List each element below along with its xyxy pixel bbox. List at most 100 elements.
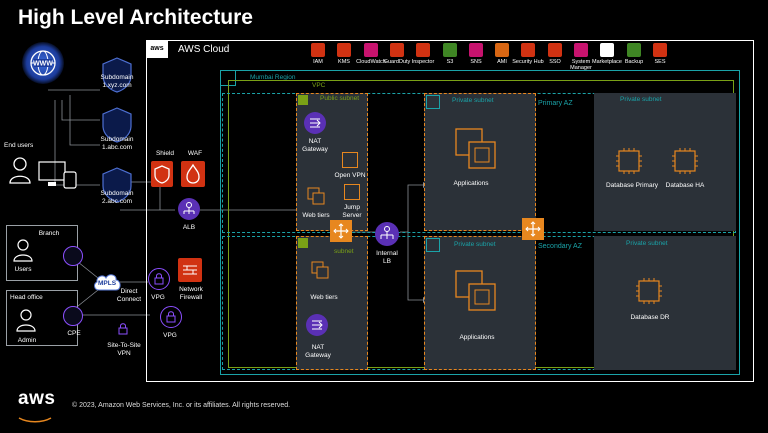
applications-label: Applications xyxy=(453,180,489,187)
service-icon xyxy=(311,43,325,57)
database-icon xyxy=(636,278,662,304)
service-label: GuardDuty xyxy=(383,59,411,65)
service-icon xyxy=(364,43,378,57)
branch-label: Branch xyxy=(38,230,60,237)
service-icon xyxy=(390,43,404,57)
vpg-label: VPG xyxy=(151,294,165,301)
end-users-label: End users xyxy=(4,142,34,149)
shield-icon xyxy=(151,161,173,187)
subnet-box xyxy=(296,236,368,370)
route53-shield-icon xyxy=(100,106,134,144)
ec2-group-icon xyxy=(452,268,502,316)
ec2-icon xyxy=(344,184,360,200)
vpn-lock-icon xyxy=(116,322,130,341)
private-subnet-label: Private subnet xyxy=(454,241,496,248)
private-subnet-label: Private subnet xyxy=(620,96,662,103)
route53-shield-icon xyxy=(100,56,134,94)
direct-connect-label: Direct Connect xyxy=(116,288,142,303)
region-box xyxy=(220,70,740,375)
service-label: SNS xyxy=(470,59,482,65)
private-subnet-label: Private subnet xyxy=(626,240,668,247)
database-ha-label: Database HA xyxy=(665,182,705,189)
service-label: System Manager xyxy=(570,59,592,71)
aws-logo: aws xyxy=(18,388,56,409)
jump-server-label: Jump Server xyxy=(342,204,362,219)
head-office-label: Head office xyxy=(10,294,43,301)
network-firewall-label: Network Firewall xyxy=(179,286,203,301)
private-subnet-box xyxy=(424,93,536,231)
vpg-icon xyxy=(148,268,170,290)
service-label: Backup xyxy=(624,59,644,65)
copyright-text: © 2023, Amazon Web Services, Inc. or its… xyxy=(72,402,291,409)
service-label: SES xyxy=(654,59,666,65)
branch-cpe-icon xyxy=(63,246,83,266)
nat-gateway-label: NAT Gateway xyxy=(302,138,328,153)
region-label: Mumbai Region xyxy=(250,74,296,81)
subdomain-label: Subdomain 1.abc.com xyxy=(100,136,134,151)
admin-label: Admin xyxy=(17,337,37,344)
service-icon xyxy=(495,43,509,57)
network-firewall-icon xyxy=(178,258,202,282)
cpe-icon xyxy=(63,306,83,326)
router-icon xyxy=(330,220,352,242)
service-label: IAM xyxy=(313,59,323,65)
subnet-lock-icon xyxy=(298,95,308,105)
service-label: KMS xyxy=(338,59,350,65)
router-icon xyxy=(522,218,544,240)
cpe-label: CPE xyxy=(67,330,81,337)
site-to-site-vpn-label: Site-To-Site VPN xyxy=(107,342,141,357)
users-icon xyxy=(13,238,33,267)
subnet-label: subnet xyxy=(334,248,354,255)
route53-shield-icon xyxy=(100,166,134,204)
web-tiers-label: Web tiers xyxy=(302,212,330,219)
service-label: SSO xyxy=(549,59,561,65)
subdomain-label: Subdomain 2.abc.com xyxy=(100,190,134,205)
service-icon xyxy=(574,43,588,57)
vpc-label: VPC xyxy=(312,82,326,89)
service-icon xyxy=(521,43,535,57)
mpls-label: MPLS xyxy=(97,280,117,287)
service-icon xyxy=(337,43,351,57)
service-label: AMI xyxy=(497,59,507,65)
user-icon xyxy=(8,156,32,189)
service-label: CloudWatch xyxy=(356,59,386,65)
nat-gateway-icon xyxy=(306,314,328,336)
service-icon xyxy=(600,43,614,57)
service-icon xyxy=(416,43,430,57)
web-tiers-label: Web tiers xyxy=(310,294,338,301)
open-vpn-label: Open VPN xyxy=(334,172,366,179)
service-label: S3 xyxy=(446,59,454,65)
internal-lb-icon xyxy=(375,222,399,246)
page-title: High Level Architecture xyxy=(18,6,253,29)
aws-logo-smile xyxy=(18,410,52,423)
service-icon xyxy=(627,43,641,57)
internet-icon: WWW xyxy=(22,42,64,84)
shield-label: Shield xyxy=(155,150,175,157)
service-icon xyxy=(469,43,483,57)
svg-text:WWW: WWW xyxy=(33,61,53,68)
admin-icon xyxy=(16,308,36,337)
service-icon xyxy=(653,43,667,57)
private-subnet-box xyxy=(594,236,736,370)
applications-label: Applications xyxy=(459,334,495,341)
waf-icon xyxy=(181,161,205,187)
waf-label: WAF xyxy=(187,150,203,157)
database-dr-label: Database DR xyxy=(630,314,670,321)
public-subnet-label: Public subnet xyxy=(320,95,360,102)
nat-gateway-icon xyxy=(304,112,326,134)
subnet-lock-icon xyxy=(426,238,440,252)
subdomain-label: Subdomain 1.xyz.com xyxy=(100,74,134,89)
database-icon xyxy=(616,148,642,174)
alb-label: ALB xyxy=(182,224,196,231)
secondary-az-label: Secondary AZ xyxy=(538,243,582,250)
private-subnet-box xyxy=(594,93,736,231)
ec2-group-icon xyxy=(310,260,330,280)
mpls-cloud-icon xyxy=(92,270,122,292)
ec2-group-icon xyxy=(452,126,502,174)
aws-cloud-label: AWS Cloud xyxy=(178,44,230,55)
users-label: Users xyxy=(14,266,32,273)
primary-az-label: Primary AZ xyxy=(538,100,573,107)
alb-icon xyxy=(178,198,200,220)
database-icon xyxy=(672,148,698,174)
vpg-label: VPG xyxy=(163,332,177,339)
